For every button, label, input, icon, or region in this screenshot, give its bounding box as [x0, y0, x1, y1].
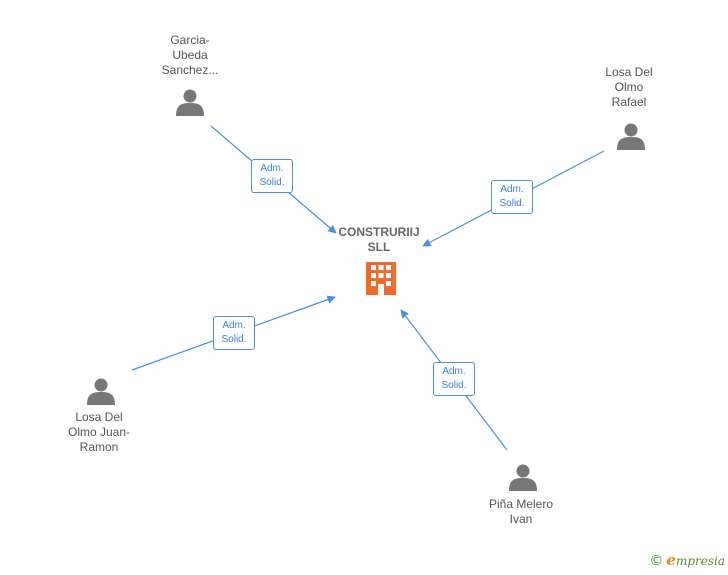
person-label-line: Olmo Juan-: [67, 425, 131, 439]
person-label-line: Rafael: [611, 95, 647, 109]
person-label-line: Piña Melero: [488, 497, 554, 511]
person-label-line: Losa Del: [605, 65, 653, 79]
copyright-icon: ©: [649, 553, 664, 569]
company-name-line: SLL: [367, 240, 391, 254]
edge-role-line: Adm.: [260, 163, 284, 174]
person-label-line: Sanchez...: [161, 63, 219, 77]
edge-role-tag[interactable]: Adm. Solid.: [433, 362, 475, 396]
person-label-ivan[interactable]: Piña Melero Ivan: [471, 497, 571, 527]
brand-name: mpresia: [675, 554, 725, 568]
company-name-line: CONSTRURIIJ: [338, 225, 420, 239]
person-label-line: Ramon: [79, 440, 119, 454]
person-icon[interactable]: [176, 89, 204, 117]
edge-role-line: Adm.: [500, 184, 524, 195]
person-label-line: Garcia-: [170, 33, 210, 47]
edge-role-line: Solid.: [441, 380, 467, 391]
person-label-line: Ivan: [509, 512, 533, 526]
edge-role-line: Adm.: [222, 320, 246, 331]
edge-role-line: Adm.: [442, 366, 466, 377]
person-label-garcia[interactable]: Garcia- Ubeda Sanchez...: [140, 33, 240, 78]
person-label-line: Losa Del: [75, 410, 123, 424]
edge-role-line: Solid.: [259, 177, 285, 188]
person-icon[interactable]: [617, 123, 645, 151]
edge-role-tag[interactable]: Adm. Solid.: [251, 159, 293, 193]
person-icon[interactable]: [509, 464, 537, 492]
person-label-rafael[interactable]: Losa Del Olmo Rafael: [579, 65, 679, 110]
company-name[interactable]: CONSTRURIIJ SLL: [329, 225, 429, 255]
person-icon[interactable]: [87, 378, 115, 406]
edge-role-tag[interactable]: Adm. Solid.: [491, 180, 533, 214]
brand-initial: e: [666, 551, 676, 569]
edge-role-line: Solid.: [221, 334, 247, 345]
building-icon[interactable]: [366, 262, 396, 295]
edge-role-tag[interactable]: Adm. Solid.: [213, 316, 255, 350]
edge-role-line: Solid.: [499, 198, 525, 209]
brand-logo[interactable]: ©empresia: [649, 551, 725, 569]
person-label-juan-ramon[interactable]: Losa Del Olmo Juan- Ramon: [49, 410, 149, 455]
person-label-line: Ubeda: [172, 48, 208, 62]
person-label-line: Olmo: [614, 80, 644, 94]
